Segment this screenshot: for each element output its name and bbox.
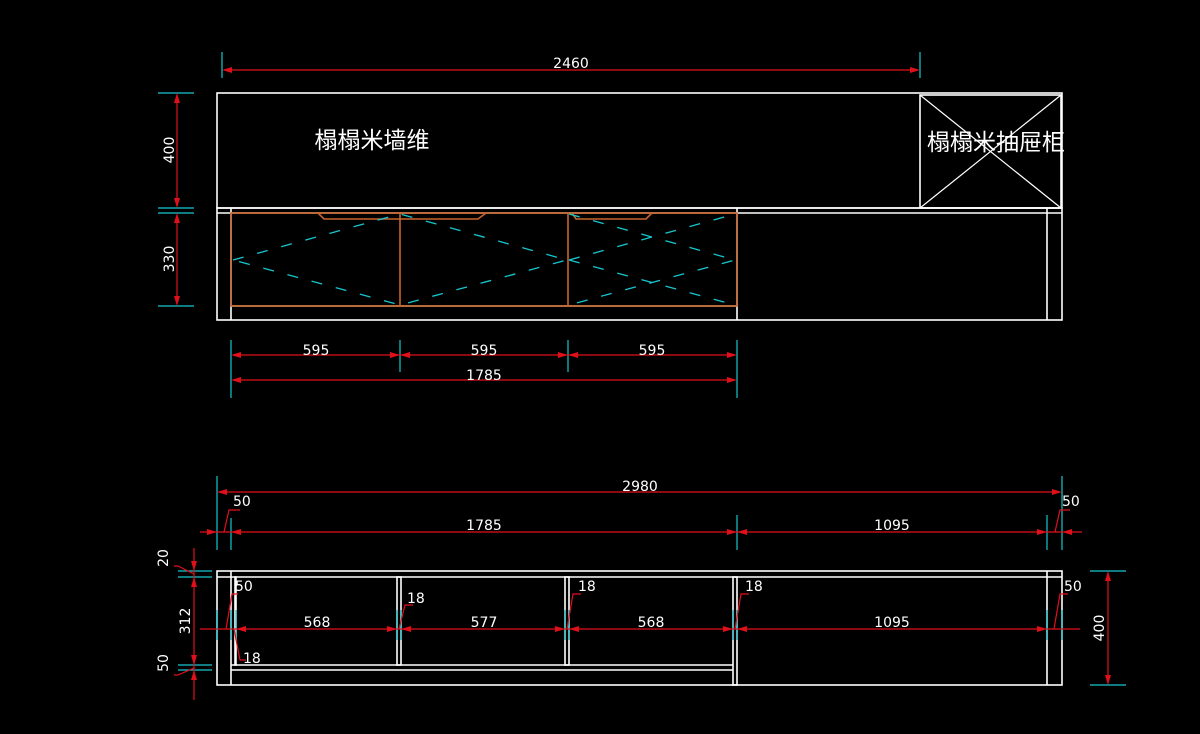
dim-text-50-inner-left: 50 [235, 579, 253, 595]
dim-sections: 1785 1095 50 50 [200, 494, 1082, 550]
dim-text-595-c: 595 [639, 343, 666, 359]
dim-text-400: 400 [162, 137, 178, 164]
dim-text-2460: 2460 [553, 56, 589, 72]
dim-text-330: 330 [162, 246, 178, 273]
dim-text-18-inner-left: 18 [243, 651, 261, 667]
dim-text-20: 20 [156, 549, 172, 567]
dim-text-568-b: 568 [638, 615, 665, 631]
dim-text-312: 312 [178, 608, 194, 635]
lower-cabinet-body [216, 207, 1063, 321]
dim-text-400-right: 400 [1092, 615, 1108, 642]
dim-text-50-left: 50 [233, 494, 251, 510]
dim-text-595-a: 595 [303, 343, 330, 359]
plan-view: 2980 1785 1095 50 50 [156, 476, 1126, 700]
dim-text-595-b: 595 [471, 343, 498, 359]
dim-text-1095-bay: 1095 [874, 615, 910, 631]
dim-text-50-right: 50 [1062, 494, 1080, 510]
elevation-view: 2460 400 330 榻榻米墙维 榻榻米抽屉柜 [158, 52, 1065, 398]
dim-text-18-divider-2: 18 [578, 579, 596, 595]
dim-text-577: 577 [471, 615, 498, 631]
dim-text-18-divider-3: 18 [745, 579, 763, 595]
door-swing-marks [232, 213, 738, 306]
dim-overall-2980: 2980 [216, 476, 1063, 550]
dim-right-depth: 400 [1090, 570, 1126, 686]
dim-text-50-inner-right: 50 [1064, 579, 1082, 595]
cabinet-doors [230, 212, 738, 307]
dim-left-heights: 400 330 [158, 92, 194, 307]
dim-top-width: 2460 [221, 52, 921, 78]
dim-text-568-a: 568 [304, 615, 331, 631]
label-tatami-wall: 榻榻米墙维 [315, 128, 430, 154]
dim-text-18-divider-1: 18 [407, 591, 425, 607]
dim-text-1785-elevation: 1785 [466, 368, 502, 384]
dim-text-2980: 2980 [622, 479, 658, 495]
dim-text-1095-top: 1095 [874, 518, 910, 534]
label-tatami-drawer-cabinet: 榻榻米抽屉柜 [927, 130, 1065, 156]
dim-internal-bays: 568 577 568 1095 50 18 18 18 18 50 [200, 579, 1082, 667]
dim-text-1785-plan: 1785 [466, 518, 502, 534]
dim-left-depths: 20 312 50 [156, 548, 212, 700]
dim-text-50-bottom: 50 [156, 654, 172, 672]
dim-doors: 595 595 595 1785 [230, 340, 738, 398]
